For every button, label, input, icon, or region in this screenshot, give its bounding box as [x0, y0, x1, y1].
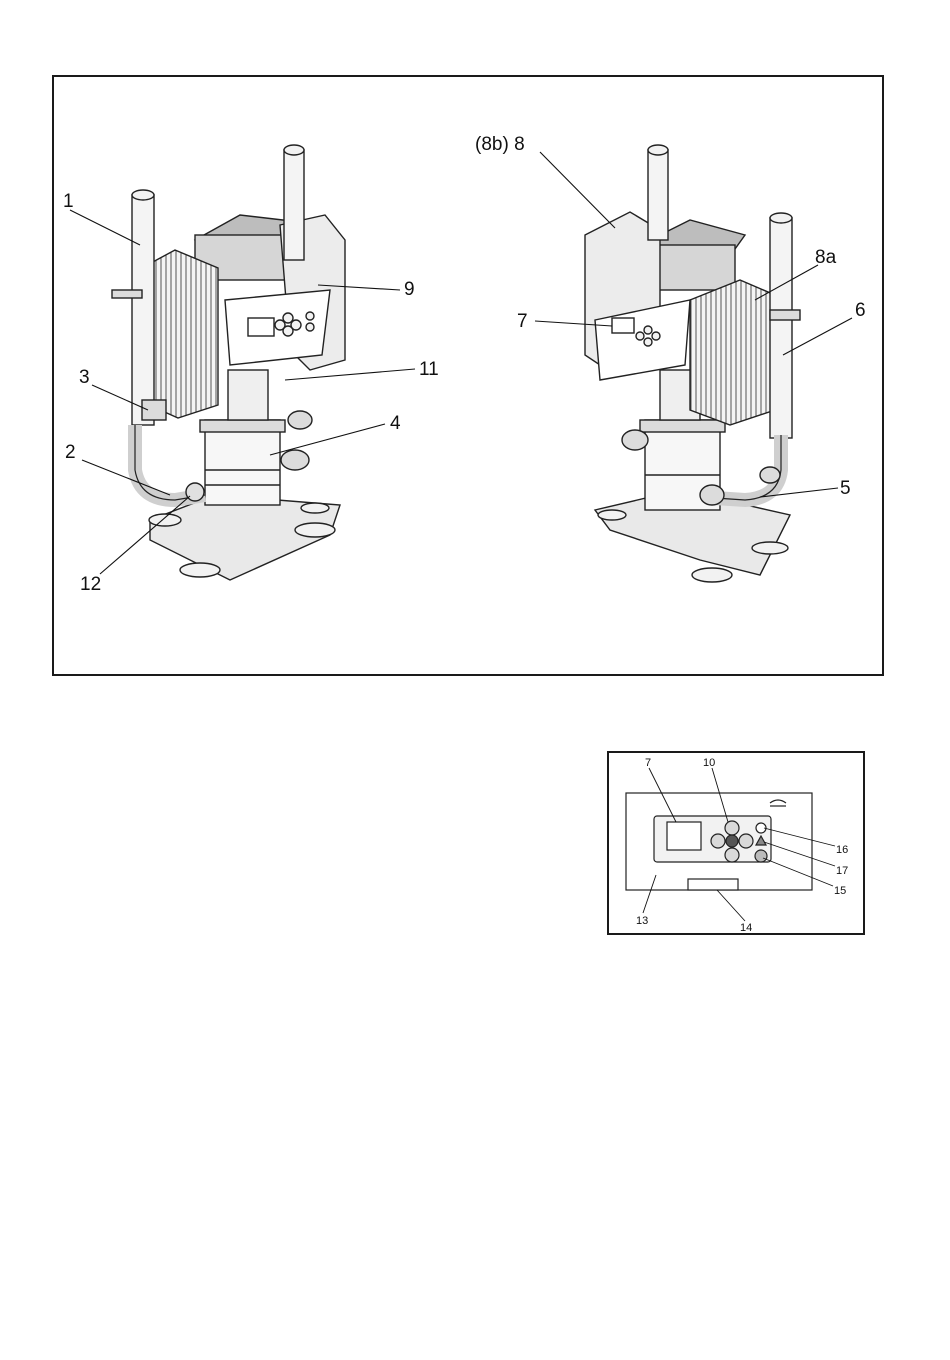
label-slot	[688, 879, 738, 890]
panel-callout-7: 7	[645, 757, 651, 769]
down-key	[725, 848, 739, 862]
callout-1: 1	[63, 191, 74, 212]
panel-callout-17: 17	[836, 865, 848, 877]
power-key	[755, 850, 767, 862]
vfd-module-8a	[690, 280, 775, 425]
callout-9: 9	[404, 279, 415, 300]
callout-5: 5	[840, 478, 851, 499]
callout-8a: 8a	[815, 247, 837, 268]
callout-2: 2	[65, 442, 76, 463]
callout-6: 6	[855, 300, 866, 321]
pipe-right	[770, 218, 792, 438]
panel-callout-10: 10	[703, 757, 715, 769]
panel-callout-14: 14	[740, 922, 752, 934]
inlet-port	[186, 483, 204, 501]
pipe-left	[132, 195, 154, 425]
left-key	[711, 834, 725, 848]
right-key	[739, 834, 753, 848]
lcd-display	[667, 822, 701, 850]
panel-callout-13: 13	[636, 915, 648, 927]
control-panel-detail	[626, 793, 812, 890]
left-pump-unit	[112, 145, 345, 580]
pump-body	[205, 420, 280, 505]
callout-3: 3	[79, 367, 90, 388]
pipe-right	[284, 150, 304, 260]
up-key	[725, 821, 739, 835]
pipe-left	[648, 150, 668, 240]
valve	[142, 400, 166, 420]
right-pump-unit	[585, 145, 800, 582]
callout-7: 7	[517, 311, 528, 332]
callout-12: 12	[80, 574, 101, 595]
panel-callout-15: 15	[834, 885, 846, 897]
callout-8b-8: (8b) 8	[475, 134, 525, 155]
callout-11: 11	[419, 359, 439, 380]
ok-key	[726, 835, 738, 847]
panel-callout-16: 16	[836, 844, 848, 856]
callout-4: 4	[390, 413, 401, 434]
